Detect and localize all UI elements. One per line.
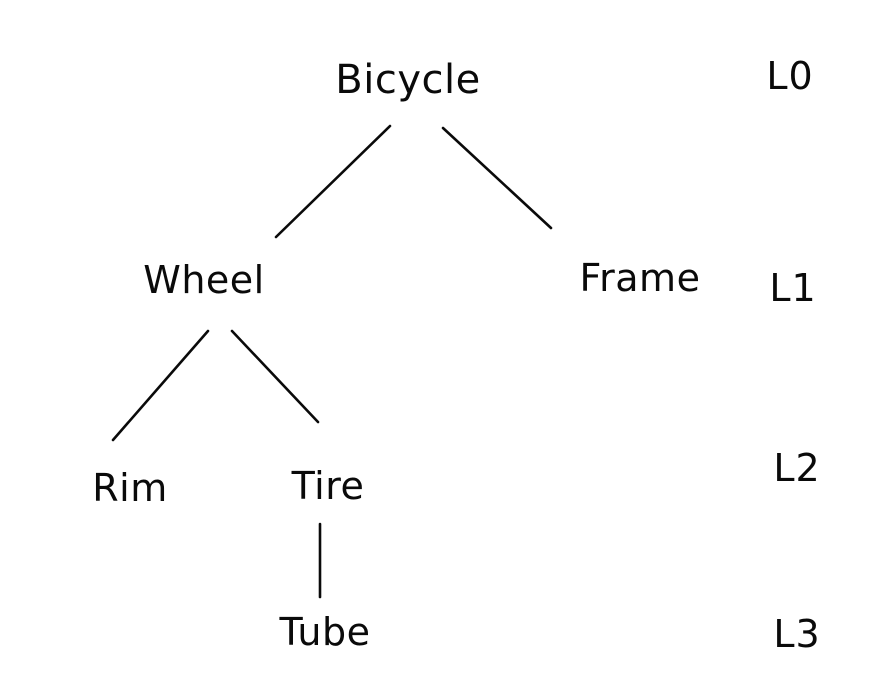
level-label-l1: L1 (769, 266, 817, 310)
level-label-l2: L2 (773, 446, 821, 490)
node-bicycle[interactable]: Bicycle (335, 57, 481, 103)
edge-bicycle-to-wheel (274, 124, 392, 239)
edge-bicycle-to-frame (441, 126, 553, 230)
node-tube[interactable]: Tube (279, 610, 371, 654)
node-rim[interactable]: Rim (92, 466, 168, 510)
level-label-l0: L0 (766, 54, 814, 98)
node-tire[interactable]: Tire (291, 464, 365, 508)
node-frame[interactable]: Frame (579, 256, 701, 300)
edge-wheel-to-rim (111, 329, 210, 442)
level-label-l3: L3 (773, 612, 821, 656)
node-wheel[interactable]: Wheel (143, 258, 265, 302)
edge-wheel-to-tire (230, 329, 320, 424)
